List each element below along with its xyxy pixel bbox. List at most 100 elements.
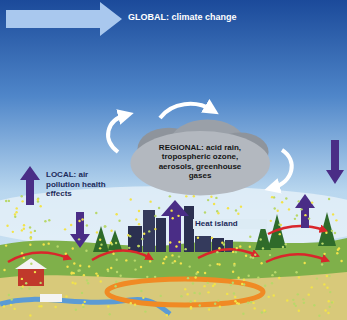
pollution-dot xyxy=(171,262,173,264)
pollution-dot xyxy=(104,225,106,227)
pollution-dot xyxy=(14,213,16,215)
building xyxy=(156,218,166,252)
pollution-dot xyxy=(143,233,145,235)
pollution-dot xyxy=(47,242,49,244)
cloud-text: REGIONAL: acid rain, tropospheric ozone,… xyxy=(153,143,247,181)
heat-arrow xyxy=(268,226,324,234)
pollution-dot xyxy=(170,209,172,211)
pollution-dot xyxy=(146,276,148,278)
pollution-dot xyxy=(86,279,88,281)
circulation-arrow xyxy=(272,150,292,188)
pollution-dot xyxy=(216,251,218,253)
pollution-dot xyxy=(304,214,306,216)
pollution-dot xyxy=(257,276,259,278)
pollution-dot xyxy=(282,246,284,248)
pollution-dot xyxy=(86,224,88,226)
pollution-dot xyxy=(107,270,109,272)
pollution-dot xyxy=(331,301,333,303)
pollution-dot xyxy=(79,265,81,267)
pollution-dot xyxy=(234,300,236,302)
pollution-dot xyxy=(247,302,249,304)
pollution-dot xyxy=(233,292,235,294)
pollution-dot xyxy=(3,305,5,307)
pollution-dot xyxy=(37,198,39,200)
pollution-dots xyxy=(3,195,343,317)
pollution-dot xyxy=(166,314,168,316)
pollution-dot xyxy=(38,305,40,307)
pollution-dot xyxy=(279,233,281,235)
pollution-dot xyxy=(154,276,156,278)
pollution-dot xyxy=(137,245,139,247)
pollution-dot xyxy=(85,250,87,252)
pollution-dot xyxy=(99,247,101,249)
pollution-dot xyxy=(313,304,315,306)
pollution-dot xyxy=(54,306,56,308)
pollution-dot xyxy=(158,207,160,209)
pollution-dot xyxy=(149,200,151,202)
pollution-dot xyxy=(119,275,121,277)
pollution-dot xyxy=(110,267,112,269)
pollution-dot xyxy=(23,224,25,226)
pollution-dot xyxy=(34,230,36,232)
pollution-dot xyxy=(337,249,339,251)
pollution-dot xyxy=(261,311,263,313)
pollution-dot xyxy=(233,264,235,266)
pollution-dot xyxy=(217,299,219,301)
pollution-dot xyxy=(83,274,85,276)
building xyxy=(128,226,142,252)
pollution-dot xyxy=(165,256,167,258)
pollution-dot xyxy=(74,282,76,284)
pollution-dot xyxy=(203,285,205,287)
pollution-dot xyxy=(134,304,136,306)
pollution-dot xyxy=(112,253,114,255)
pollution-dot xyxy=(197,237,199,239)
pollution-dot xyxy=(318,315,320,317)
pollution-dot xyxy=(184,248,186,250)
pollution-dot xyxy=(204,211,206,213)
pollution-dot xyxy=(269,254,271,256)
pollution-dot xyxy=(178,255,180,257)
heat-arrows xyxy=(8,226,326,262)
pollution-dot xyxy=(300,208,302,210)
global-label: GLOBAL: climate change xyxy=(128,12,338,23)
pollution-dot xyxy=(189,265,191,267)
pollution-dot xyxy=(140,266,142,268)
pollution-dot xyxy=(171,254,173,256)
pollution-dot xyxy=(142,297,144,299)
pollution-dot xyxy=(82,306,84,308)
pollution-dot xyxy=(144,310,146,312)
pollution-dot xyxy=(95,212,97,214)
pollution-dot xyxy=(209,264,211,266)
pollution-dot xyxy=(311,286,313,288)
pollution-dot xyxy=(286,299,288,301)
pollution-dot xyxy=(208,308,210,310)
pollution-dot xyxy=(226,293,228,295)
pollution-dot xyxy=(22,285,24,287)
pollution-dot xyxy=(169,241,171,243)
pollution-dot xyxy=(141,238,143,240)
global-arrow xyxy=(6,2,122,36)
pollution-dot xyxy=(87,282,89,284)
pollution-dot xyxy=(324,309,326,311)
pollution-dot xyxy=(118,220,120,222)
pollution-dot xyxy=(39,205,41,207)
pollution-dot xyxy=(21,278,23,280)
pollution-dot xyxy=(329,291,331,293)
pollution-dot xyxy=(72,272,74,274)
pollution-dot xyxy=(39,282,41,284)
pollution-dot xyxy=(14,216,16,218)
pollution-dot xyxy=(21,200,23,202)
down-arrow xyxy=(70,212,90,248)
pollution-dot xyxy=(160,295,162,297)
pollution-dot xyxy=(273,294,275,296)
pollution-dot xyxy=(264,310,266,312)
barn-roof xyxy=(15,258,47,269)
pollution-dot xyxy=(110,242,112,244)
pollution-dot xyxy=(116,271,118,273)
pollution-dot xyxy=(184,288,186,290)
pollution-dot xyxy=(211,237,213,239)
pollution-dot xyxy=(75,308,77,310)
pollution-dot xyxy=(252,257,254,259)
pollution-dot xyxy=(321,242,323,244)
pollution-dot xyxy=(34,271,36,273)
